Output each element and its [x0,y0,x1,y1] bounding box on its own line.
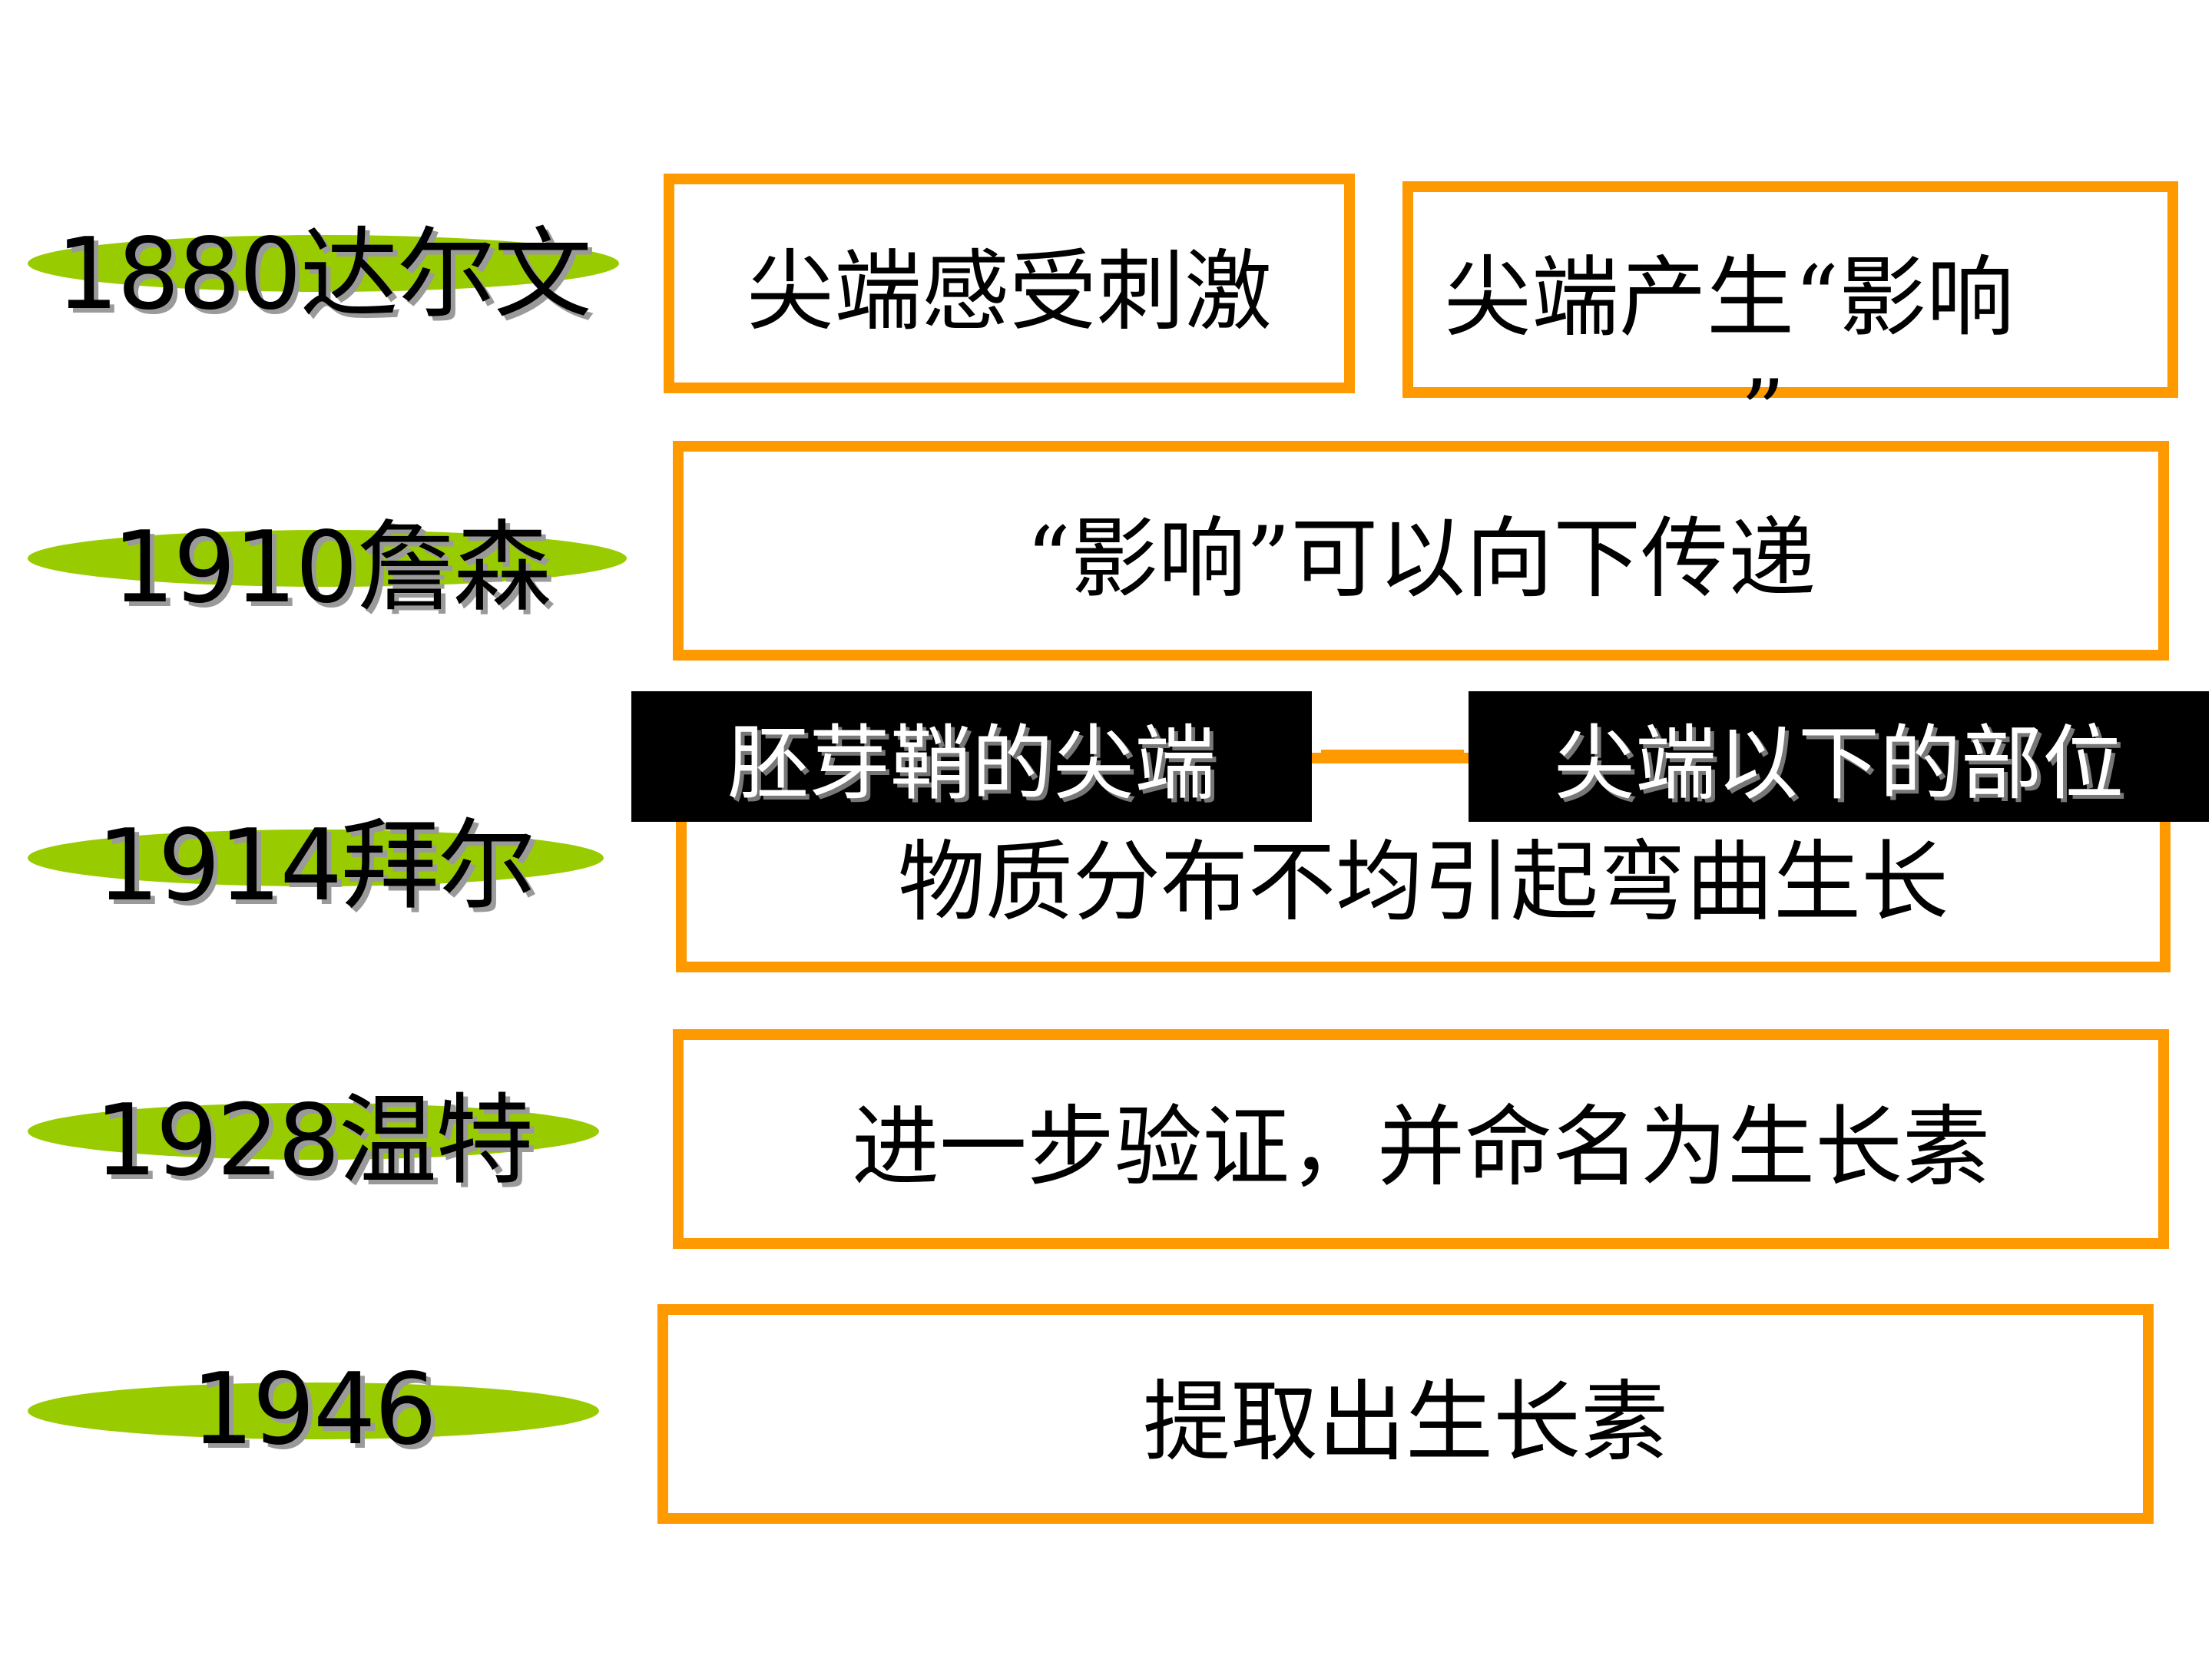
finding-box-influence-transmitted-down: “影响”可以向下传递 [673,441,2169,661]
year-marker-1914 [28,830,604,886]
year-label-1946: 1946 [191,1352,437,1467]
label-below-tip: 尖端以下的部位 [1469,691,2209,822]
finding-box-named-auxin: 进一步验证，并命名为生长素 [673,1029,2169,1249]
year-marker-1928 [28,1103,599,1160]
year-label-1880: 1880达尔文 [56,217,592,332]
finding-text: 尖端产生“影响 [1444,246,2015,349]
year-marker-1946 [28,1382,599,1439]
year-marker-1910 [28,530,627,587]
connector-line [1321,750,1464,760]
finding-box-tip-produces-influence: 尖端产生“影响 [1402,181,2178,398]
finding-box-auxin-extracted: 提取出生长素 [657,1304,2154,1524]
year-label-1928: 1928温特 [94,1083,534,1198]
year-label-1914: 1914拜尔 [97,808,536,923]
finding-text: 物质分布不均引起弯曲生长 [897,831,1949,933]
label-coleoptile-tip: 胚芽鞘的尖端 [631,691,1312,822]
finding-text: “影响”可以向下传递 [1025,507,1816,610]
year-label-1910: 1910詹森 [112,510,551,625]
finding-box-tip-senses-stimulus: 尖端感受刺激 [664,174,1355,393]
finding-box-uneven-distribution: 物质分布不均引起弯曲生长 [676,753,2171,972]
finding-text: 尖端感受刺激 [746,240,1272,343]
finding-text: 提取出生长素 [1142,1370,1668,1473]
year-marker-1880 [28,235,619,292]
finding-text: 进一步验证，并命名为生长素 [851,1095,1990,1198]
